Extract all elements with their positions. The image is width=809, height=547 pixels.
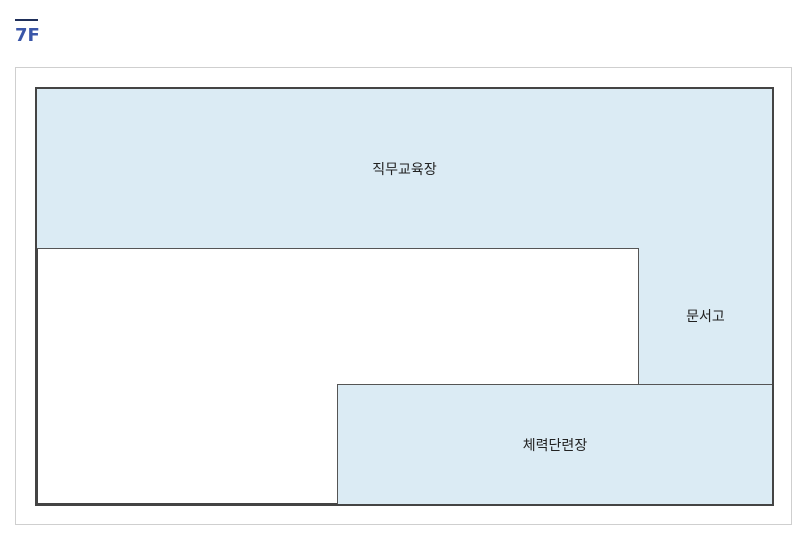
room-training-hall-label: 직무교육장 bbox=[372, 161, 437, 178]
room-fitness-center-label: 체력단련장 bbox=[522, 437, 588, 454]
floor-plan: 직무교육장 문서고 체력단련장 bbox=[35, 87, 774, 506]
room-training-hall[interactable]: 직무교육장 bbox=[37, 89, 772, 249]
room-archive[interactable]: 문서고 bbox=[638, 248, 772, 385]
floor-header: 7F bbox=[15, 19, 40, 45]
floor-rule-divider bbox=[15, 19, 38, 21]
floor-label: 7F bbox=[15, 25, 40, 46]
room-archive-label: 문서고 bbox=[686, 309, 725, 325]
room-fitness-center[interactable]: 체력단련장 bbox=[337, 384, 772, 504]
